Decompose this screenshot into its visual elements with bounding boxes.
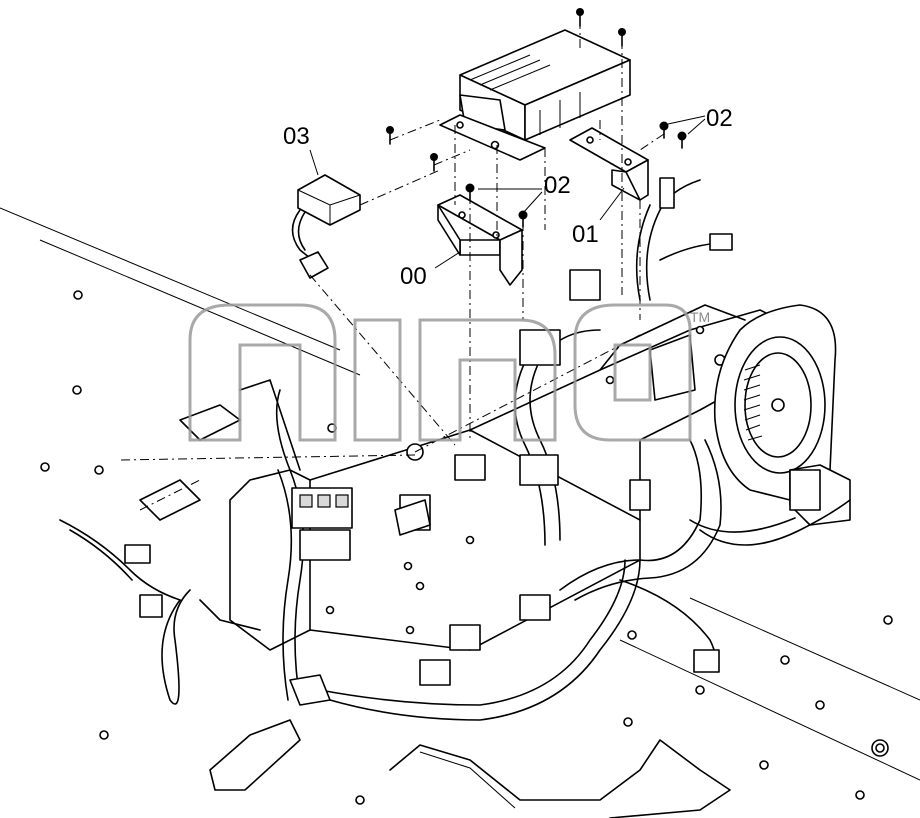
part-labels: 03 02 02 01 00 xyxy=(283,105,733,290)
harness-left-leads xyxy=(59,519,181,601)
motor-fins xyxy=(743,364,763,441)
connector-right-1 xyxy=(629,479,651,511)
bracket-00 xyxy=(437,194,523,286)
connectors xyxy=(124,177,821,706)
wiring-harness xyxy=(59,179,851,721)
front-clamp xyxy=(289,674,331,706)
label-part-01: 01 xyxy=(572,221,599,248)
connector-center-b xyxy=(454,454,486,481)
label-part-02-middle: 02 xyxy=(544,172,571,199)
left-plug xyxy=(124,544,151,564)
harness-upper-branch xyxy=(645,179,701,301)
label-part-02-upper: 02 xyxy=(706,105,733,132)
harness-to-motor-b xyxy=(689,517,796,533)
upper-connector-2 xyxy=(709,233,733,251)
connector-center xyxy=(519,454,559,486)
center-clip xyxy=(394,499,431,536)
part-03-module xyxy=(291,174,361,279)
harness-left-trunk-b xyxy=(277,469,293,701)
screw-icon xyxy=(430,153,438,172)
motor-housing xyxy=(649,304,851,526)
screw-icon xyxy=(677,131,687,149)
assembly-lines xyxy=(119,20,665,511)
plate-holes xyxy=(40,290,893,805)
harness-left-leads-b xyxy=(69,529,133,581)
watermark-trademark: TM xyxy=(690,309,710,325)
left-foot xyxy=(199,599,261,631)
label-part-00: 00 xyxy=(400,263,427,290)
harness-left-loop xyxy=(161,589,191,705)
label-part-03: 03 xyxy=(283,123,310,150)
bracket-01 xyxy=(569,127,649,201)
controller-module xyxy=(439,29,631,161)
motor-plug xyxy=(789,469,821,511)
plate-edge-upper xyxy=(0,207,341,351)
bracket-connector xyxy=(569,269,601,301)
label-leaders xyxy=(309,115,706,269)
plate-edge-right xyxy=(689,597,920,701)
front-bracket xyxy=(209,719,301,791)
watermark: TM xyxy=(188,303,710,442)
motor-mount-block xyxy=(649,334,696,401)
left-clip xyxy=(139,594,163,618)
harness-upper-branch-b xyxy=(635,204,651,301)
motor-hub xyxy=(771,398,785,412)
harness-right-branch xyxy=(559,439,703,591)
chassis-frame xyxy=(199,304,801,651)
harness-main-loop-inner xyxy=(319,559,626,706)
harness-to-motor xyxy=(699,499,851,546)
connector-lower-3 xyxy=(419,659,451,686)
plate-cutout xyxy=(389,739,731,818)
screw-icon xyxy=(386,126,394,145)
screw-icon xyxy=(659,121,669,139)
left-post xyxy=(239,379,301,471)
harness-main-loop-outer xyxy=(329,559,641,721)
harness-center-riser xyxy=(529,329,601,541)
relay-block-lower xyxy=(299,529,351,561)
left-connector-body xyxy=(139,479,201,521)
upper-connector-1 xyxy=(659,177,675,209)
connector-right-2 xyxy=(693,649,720,673)
relay-block xyxy=(291,487,353,529)
plate-edge-right-lower xyxy=(619,639,920,781)
upper-rail-edge xyxy=(599,304,746,371)
connector-lower-2 xyxy=(449,624,481,651)
plate-edge-lower xyxy=(39,239,361,376)
plate-cutout-inner xyxy=(419,751,516,809)
harness-right-branch-b xyxy=(574,439,722,601)
base-plate xyxy=(0,207,920,818)
module-side xyxy=(524,59,631,141)
connector-lower-1 xyxy=(519,594,551,621)
